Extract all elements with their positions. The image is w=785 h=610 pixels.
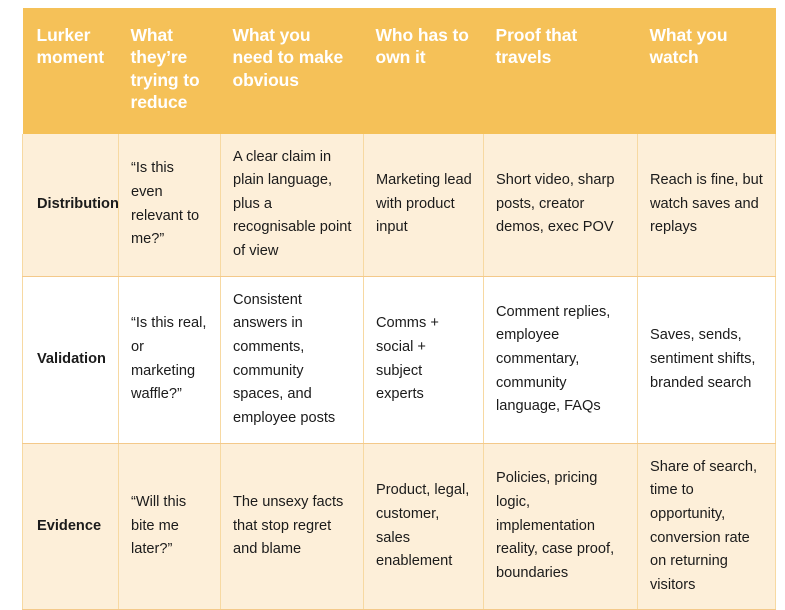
cell-reduce: “Will this bite me later?” <box>118 443 221 610</box>
column-header-who-owns-it: Who has to own it <box>363 8 484 134</box>
table-body: Distribution “Is this even relevant to m… <box>22 133 776 610</box>
table-row: Evidence “Will this bite me later?” The … <box>22 443 776 610</box>
lurker-moments-table: Lurker moment What they’re trying to red… <box>22 8 776 610</box>
cell-watch: Share of search, time to opportunity, co… <box>637 443 776 610</box>
cell-proof: Comment replies, employee commentary, co… <box>483 276 638 444</box>
column-header-proof-that-travels: Proof that travels <box>483 8 638 134</box>
cell-owner: Product, legal, customer, sales enableme… <box>363 443 484 610</box>
cell-obvious: A clear claim in plain language, plus a … <box>220 133 364 277</box>
table-container: Lurker moment What they’re trying to red… <box>22 8 776 610</box>
cell-proof: Short video, sharp posts, creator demos,… <box>483 133 638 277</box>
column-header-what-you-watch: What you watch <box>637 8 776 134</box>
table-header: Lurker moment What they’re trying to red… <box>22 8 776 134</box>
cell-moment: Distribution <box>22 133 119 277</box>
cell-owner: Marketing lead with product input <box>363 133 484 277</box>
cell-obvious: The unsexy facts that stop regret and bl… <box>220 443 364 610</box>
cell-obvious: Consistent answers in comments, communit… <box>220 276 364 444</box>
cell-reduce: “Is this even relevant to me?” <box>118 133 221 277</box>
table-row: Distribution “Is this even relevant to m… <box>22 133 776 277</box>
column-header-make-obvious: What you need to make obvious <box>220 8 364 134</box>
column-header-trying-to-reduce: What they’re trying to reduce <box>118 8 221 134</box>
column-header-lurker-moment: Lurker moment <box>22 8 119 134</box>
table-row: Validation “Is this real, or marketing w… <box>22 276 776 444</box>
cell-watch: Saves, sends, sentiment shifts, branded … <box>637 276 776 444</box>
cell-owner: Comms + social + subject experts <box>363 276 484 444</box>
cell-watch: Reach is fine, but watch saves and repla… <box>637 133 776 277</box>
cell-reduce: “Is this real, or marketing waffle?” <box>118 276 221 444</box>
cell-moment: Validation <box>22 276 119 444</box>
cell-moment: Evidence <box>22 443 119 610</box>
page-canvas: Lurker moment What they’re trying to red… <box>22 8 776 610</box>
cell-proof: Policies, pricing logic, implementation … <box>483 443 638 610</box>
table-header-row: Lurker moment What they’re trying to red… <box>22 8 776 134</box>
